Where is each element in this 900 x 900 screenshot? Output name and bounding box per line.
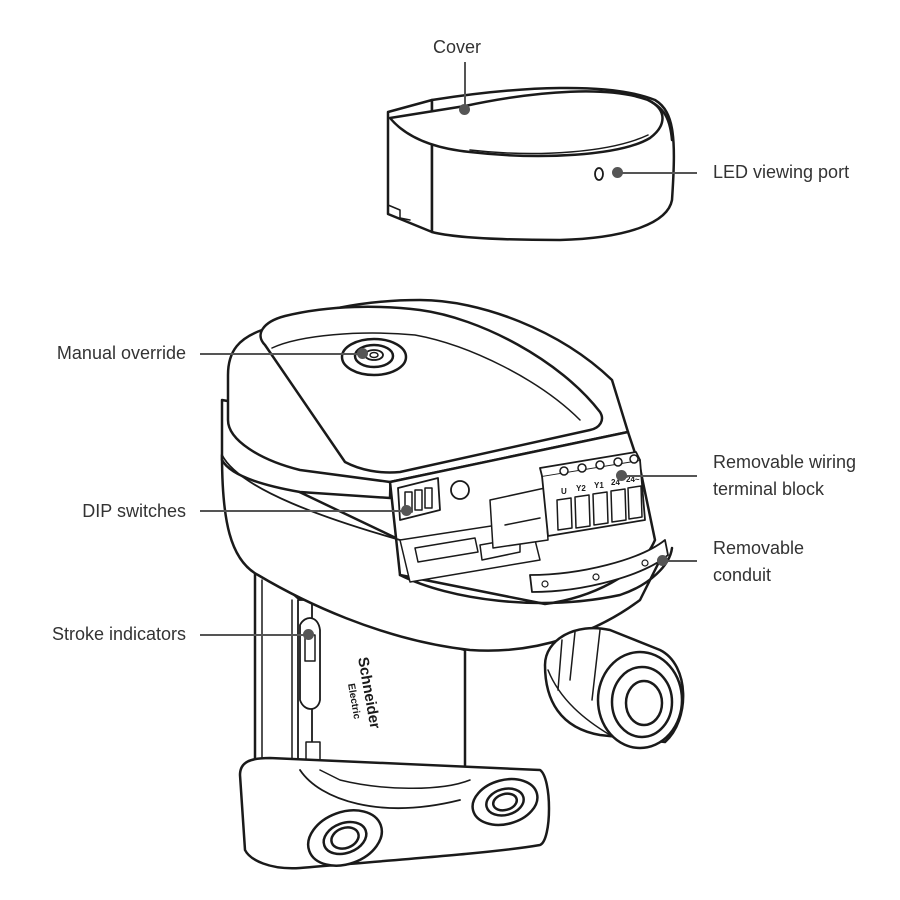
wiring-dot [616, 470, 627, 481]
cover-leader [464, 62, 466, 110]
dip-dot [401, 505, 412, 516]
label-wiring-line1: Removable wiring [713, 452, 857, 472]
label-manual-override: Manual override [56, 343, 186, 363]
cover-part [386, 86, 676, 242]
actuator-part: U Y2 Y1 24 24~ [220, 298, 685, 870]
stroke-dot [303, 629, 314, 640]
terminal-block [539, 451, 646, 537]
led-dot [612, 167, 623, 178]
terminal-label: Y1 [594, 481, 604, 490]
conduit-band [529, 539, 669, 593]
label-conduit-line1: Removable [713, 538, 805, 558]
wiring-leader [621, 475, 697, 477]
dip-leader [200, 510, 405, 512]
label-wiring-line2: terminal block [713, 479, 825, 499]
label-dip-switches: DIP switches [82, 501, 186, 521]
led-port-hole [594, 167, 604, 181]
label-cover: Cover [433, 37, 482, 57]
cable-gland [543, 626, 685, 750]
led-leader [617, 172, 697, 174]
terminal-label: 24~ [626, 475, 640, 484]
manual-override-leader [200, 353, 362, 355]
terminal-label: U [561, 487, 567, 496]
label-stroke-indicators: Stroke indicators [51, 624, 186, 644]
label-led-viewing-port: LED viewing port [713, 162, 850, 182]
cover-dot [459, 104, 470, 115]
manual-override-dot [357, 348, 368, 359]
terminal-label: 24 [611, 478, 620, 487]
terminal-label: Y2 [576, 484, 586, 493]
conduit-leader [662, 560, 697, 562]
stroke-leader [200, 634, 308, 636]
label-conduit-line2: conduit [713, 565, 772, 585]
conduit-dot [657, 555, 668, 566]
